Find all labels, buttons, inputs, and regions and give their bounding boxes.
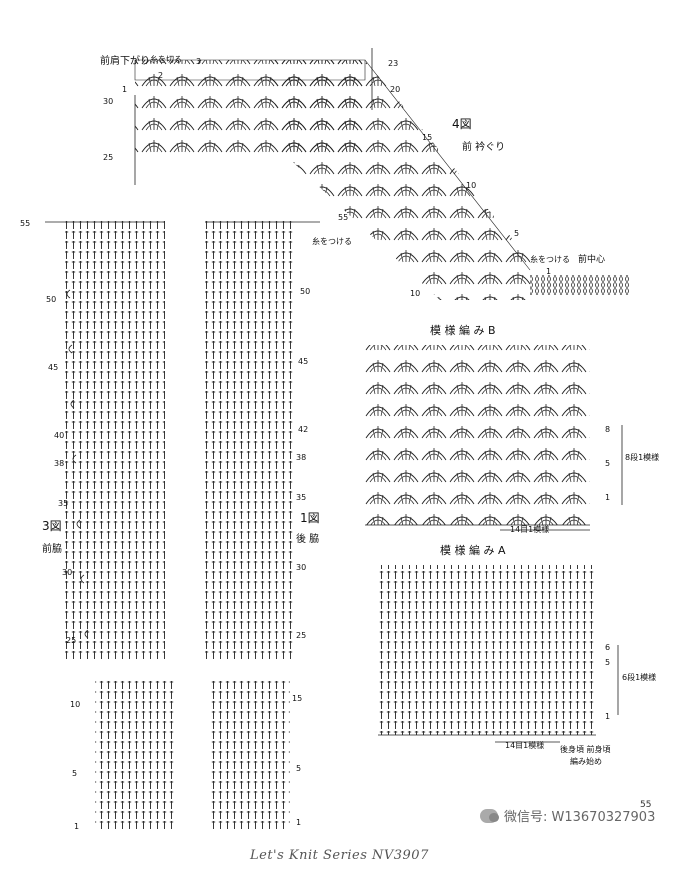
fig1-back-side-chart bbox=[205, 220, 320, 830]
row-number: 38 bbox=[296, 453, 306, 462]
pattern-a-chart bbox=[378, 565, 619, 743]
fig3-row-numbers: 55 50 45 40 38 35 30 25 10 5 1 bbox=[20, 219, 80, 831]
pattern-a-start-2: 編み始め bbox=[570, 756, 602, 766]
row-number: 35 bbox=[58, 499, 68, 508]
fig1-label: 1図 bbox=[300, 511, 320, 525]
front-shoulder-label: 前肩下がり bbox=[100, 54, 150, 67]
pattern-b-repeat: 8段1模様 bbox=[625, 452, 659, 462]
front-center-label: 前中心 bbox=[578, 253, 605, 265]
pattern-a-title: 模 様 編 み A bbox=[440, 543, 506, 557]
row-number: 38 bbox=[54, 459, 64, 468]
fig4-row-numbers: 30 25 1 2 3 23 20 15 10 5 1 10 bbox=[103, 57, 551, 298]
fig4-sub-label: 前 衿ぐり bbox=[462, 140, 505, 153]
row-number: 1 bbox=[605, 493, 610, 502]
row-number: 3 bbox=[196, 57, 201, 66]
row-number: 50 bbox=[46, 295, 56, 304]
row-number: 42 bbox=[298, 425, 308, 434]
row-number: 23 bbox=[388, 59, 398, 68]
row-number: 5 bbox=[296, 764, 301, 773]
fig1-sub-label: 後 脇 bbox=[296, 532, 319, 545]
row-number: 6 bbox=[605, 643, 610, 652]
page-number: 55 bbox=[640, 800, 652, 810]
fig3-label: 3図 bbox=[42, 519, 62, 533]
row-number: 35 bbox=[296, 493, 306, 502]
row-number: 1 bbox=[74, 822, 79, 831]
row-number: 20 bbox=[390, 85, 400, 94]
watermark-text: 微信号: W13670327903 bbox=[504, 810, 656, 825]
row-number: 55 bbox=[20, 219, 30, 228]
row-number: 30 bbox=[296, 563, 306, 572]
wechat-icon bbox=[480, 808, 499, 823]
pattern-row-numbers: 8 5 1 6 5 1 bbox=[605, 425, 610, 721]
row-number: 45 bbox=[298, 357, 308, 366]
row-number: 5 bbox=[605, 459, 610, 468]
pattern-a-repeat: 6段1模様 bbox=[622, 672, 656, 682]
row-number: 30 bbox=[103, 97, 113, 106]
fig1-row-numbers: 55 50 45 42 38 35 30 25 15 5 1 bbox=[292, 213, 348, 827]
row-number: 8 bbox=[605, 425, 610, 434]
row-number: 10 bbox=[410, 289, 420, 298]
fig3-sub-label: 前脇 bbox=[42, 542, 62, 555]
row-number: 2 bbox=[158, 71, 163, 80]
row-number: 50 bbox=[300, 287, 310, 296]
footer-series: Let's Knit Series NV3907 bbox=[250, 848, 429, 863]
row-number: 1 bbox=[546, 267, 551, 276]
yarn-attach-label-2: 糸をつける bbox=[312, 236, 352, 246]
row-number: 25 bbox=[296, 631, 306, 640]
row-number: 55 bbox=[338, 213, 348, 222]
row-number: 40 bbox=[54, 431, 64, 440]
row-number: 1 bbox=[296, 818, 301, 827]
fig3-front-side-chart bbox=[45, 220, 175, 830]
pattern-b-width: 14目1模様 bbox=[510, 524, 549, 534]
row-number: 30 bbox=[62, 568, 72, 577]
pattern-b-chart bbox=[365, 345, 623, 531]
row-number: 5 bbox=[72, 769, 77, 778]
row-number: 10 bbox=[70, 700, 80, 709]
row-number: 10 bbox=[466, 181, 476, 190]
row-number: 15 bbox=[292, 694, 302, 703]
yarn-attach-label: 糸をつける bbox=[530, 254, 570, 264]
row-number: 1 bbox=[122, 85, 127, 94]
watermark: 微信号: W13670327903 bbox=[480, 806, 655, 825]
row-number: 1 bbox=[605, 712, 610, 721]
row-number: 45 bbox=[48, 363, 58, 372]
pattern-a-start: 後身頃 前身頃 bbox=[560, 744, 611, 754]
pattern-a-width: 14目1模様 bbox=[505, 740, 544, 750]
fig4-neckline-chart bbox=[134, 48, 630, 300]
yarn-cut-label: 糸を切る bbox=[150, 54, 182, 64]
row-number: 25 bbox=[66, 636, 76, 645]
row-number: 5 bbox=[514, 229, 519, 238]
row-number: 15 bbox=[422, 133, 432, 142]
row-number: 25 bbox=[103, 153, 113, 162]
row-number: 5 bbox=[605, 658, 610, 667]
fig4-label: 4図 bbox=[452, 117, 472, 131]
pattern-b-title: 模 様 編 み B bbox=[430, 323, 496, 337]
